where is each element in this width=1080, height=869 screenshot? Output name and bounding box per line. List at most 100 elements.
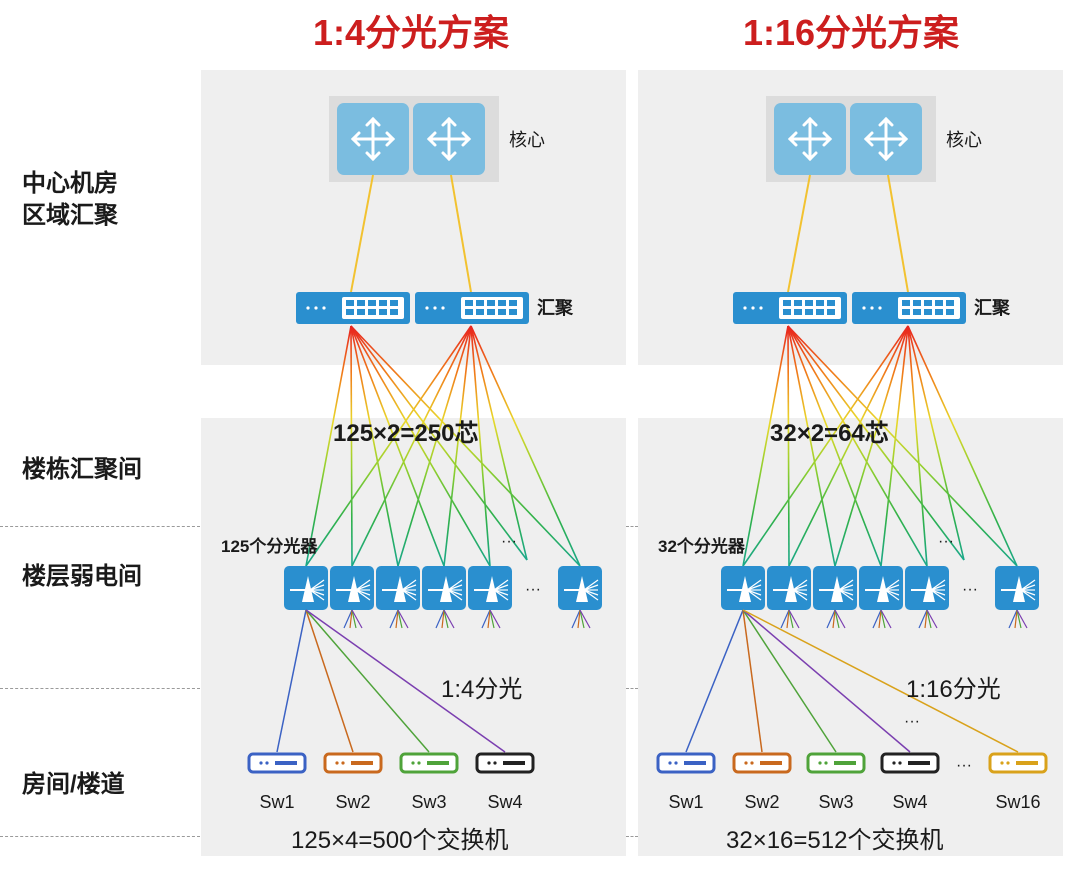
access-switch-port <box>760 761 782 765</box>
access-fiber-line <box>742 609 1019 753</box>
agg-switch-led <box>751 306 755 310</box>
agg-switch-port <box>902 300 910 306</box>
fiber-line <box>351 325 472 567</box>
router-arrowhead <box>426 131 437 147</box>
splitter-drop-line <box>880 609 886 629</box>
splitter-drop-line <box>579 609 585 629</box>
splitter-beam-out <box>447 584 463 591</box>
fiber-line <box>880 325 909 567</box>
splitter-drop-line <box>788 609 800 629</box>
access-switch-led <box>265 761 269 765</box>
splitter-drop-line <box>349 609 353 629</box>
splitter-drop-line <box>918 609 928 629</box>
fiber-line <box>907 325 928 567</box>
agg-switch-port <box>368 300 376 306</box>
row-label-center-line1: 中心机房 <box>22 170 118 197</box>
splitter-prism <box>302 576 314 602</box>
splitter-icon <box>422 566 466 610</box>
agg-switch-port <box>783 309 791 315</box>
agg-switch-port <box>476 300 484 306</box>
access-switch-icon <box>323 752 383 774</box>
splitter-drop-line <box>351 609 357 629</box>
agg-switch-port <box>476 309 484 315</box>
agg-switch-port <box>390 309 398 315</box>
access-switch-led <box>493 761 497 765</box>
access-switch-led <box>1006 761 1010 765</box>
fiber-count-label: 32×2=64芯 <box>770 420 889 447</box>
agg-switch-port <box>368 309 376 315</box>
splitter-beam-out <box>401 589 417 601</box>
splitter-icon <box>721 566 765 610</box>
splitter-beam-out <box>746 589 762 601</box>
access-switch-icon <box>399 752 459 774</box>
fiber-line <box>305 325 472 567</box>
agg-switch-port <box>935 300 943 306</box>
agg-switch-port <box>487 309 495 315</box>
uplink-line <box>450 174 472 293</box>
splitter-drop-line <box>489 609 501 629</box>
access-switch-port <box>351 761 373 765</box>
splitter-beam-out <box>447 579 463 591</box>
splitter-drop-line <box>489 609 495 629</box>
access-switch-led <box>744 761 748 765</box>
agg-label: 汇聚 <box>537 298 574 318</box>
router-arrowhead <box>365 116 381 127</box>
access-switch-led <box>668 761 672 765</box>
uplink-line <box>787 174 811 293</box>
splitter-prism <box>576 576 588 602</box>
total-switch-label: 32×16=512个交换机 <box>726 827 943 854</box>
access-fiber-line <box>742 609 763 753</box>
split-ratio-label: 1:16分光 <box>906 676 1001 703</box>
splitter-drop-line <box>443 609 449 629</box>
splitter-beam-out <box>884 589 900 596</box>
splitter-icon <box>284 566 328 610</box>
splitter-beam-out <box>1020 584 1036 591</box>
splitter-beam-out <box>309 584 325 591</box>
fiber-line <box>305 325 352 567</box>
fiber-line <box>834 325 909 567</box>
splitter-beam-out <box>838 584 854 591</box>
access-switch-icon <box>880 752 940 774</box>
splitter-beam-out <box>355 589 371 601</box>
splitter-beam-out <box>583 589 599 601</box>
fiber-line <box>907 325 1018 567</box>
agg-switch-port <box>509 300 517 306</box>
fiber-line <box>470 325 581 567</box>
access-switch-led <box>417 761 421 765</box>
agg-switch-port <box>390 300 398 306</box>
splitter-icon <box>813 566 857 610</box>
fiber-ellipsis: ··· <box>938 533 954 550</box>
router-arrowhead <box>350 131 361 147</box>
access-switch-icon <box>806 752 866 774</box>
access-fiber-line <box>305 609 354 753</box>
access-switch-icon <box>732 752 792 774</box>
splitter-drop-line <box>1016 609 1028 629</box>
splitter-prism <box>831 576 843 602</box>
access-fiber-line <box>685 609 744 753</box>
access-switch-led <box>411 761 415 765</box>
separator-mid-1 <box>626 526 638 527</box>
splitter-beam-out <box>838 589 854 596</box>
splitter-icon <box>558 566 602 610</box>
agg-switch-port <box>935 309 943 315</box>
core-router-icon <box>337 103 409 175</box>
fiber-line <box>350 325 445 567</box>
splitter-beam-out <box>493 579 509 591</box>
router-arrowhead <box>441 151 457 162</box>
splitter-drop-line <box>926 609 932 629</box>
core-label: 核心 <box>946 130 982 150</box>
router-arrowhead <box>441 116 457 127</box>
access-switch-led <box>335 761 339 765</box>
splitter-beam-out <box>309 589 325 601</box>
agg-switch-port <box>783 300 791 306</box>
splitter-beam-out <box>792 589 808 596</box>
splitter-beam-out <box>493 589 509 596</box>
agg-switch-port <box>827 309 835 315</box>
agg-switch-port <box>794 300 802 306</box>
fiber-line <box>350 325 491 567</box>
splitter-drop-line <box>780 609 790 629</box>
uplink-line <box>350 174 374 293</box>
router-arrowhead <box>822 131 833 147</box>
splitter-beam-out <box>792 589 808 601</box>
row-label-room: 房间/楼道 <box>22 771 125 798</box>
